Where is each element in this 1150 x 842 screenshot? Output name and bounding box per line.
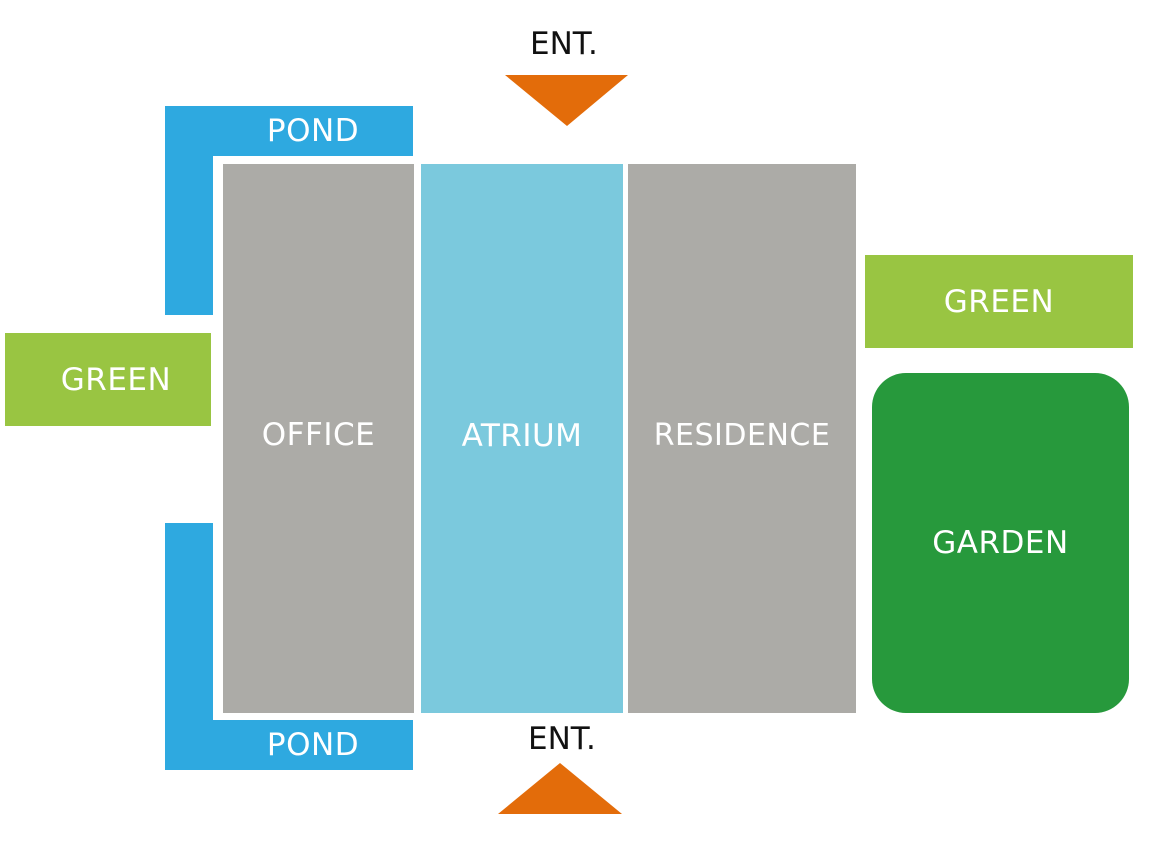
entrance-bottom-label: ENT. [528, 721, 596, 757]
entrance-top-triangle [505, 75, 628, 126]
atrium-label: ATRIUM [461, 417, 583, 454]
residence-label: RESIDENCE [653, 418, 831, 453]
garden-block: GARDEN [872, 373, 1129, 713]
residence-block: RESIDENCE [628, 164, 856, 713]
entrance-top-arrow-icon [505, 75, 628, 126]
atrium-block: ATRIUM [421, 164, 623, 713]
green-left: GREEN [5, 333, 211, 426]
office-block: OFFICE [223, 164, 414, 713]
pond-bottom-horizontal [165, 720, 413, 770]
pond-top-label: POND [266, 113, 360, 149]
garden-label: GARDEN [932, 525, 1069, 561]
green-right-label: GREEN [943, 283, 1055, 320]
pond-bottom-label: POND [266, 727, 360, 763]
entrance-top-label: ENT. [530, 26, 598, 62]
green-right: GREEN [865, 255, 1133, 348]
office-label: OFFICE [261, 416, 376, 453]
entrance-bottom-triangle [498, 763, 622, 814]
entrance-bottom-arrow-icon [498, 763, 622, 814]
pond-top-vertical [165, 106, 213, 315]
green-left-label: GREEN [60, 361, 172, 398]
